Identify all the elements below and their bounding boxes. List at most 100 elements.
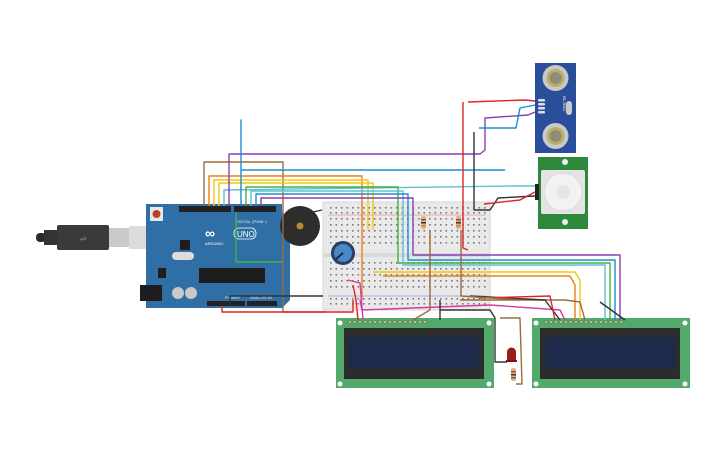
- breadboard-hole[interactable]: [451, 218, 453, 220]
- breadboard-hole[interactable]: [330, 286, 332, 288]
- breadboard-hole[interactable]: [352, 236, 354, 238]
- breadboard-hole[interactable]: [484, 303, 486, 305]
- breadboard-hole[interactable]: [478, 207, 481, 209]
- breadboard-hole[interactable]: [451, 274, 453, 276]
- breadboard-hole[interactable]: [445, 274, 448, 276]
- breadboard-hole[interactable]: [451, 242, 453, 244]
- breadboard-hole[interactable]: [379, 262, 382, 264]
- breadboard-hole[interactable]: [352, 224, 354, 226]
- breadboard-hole[interactable]: [467, 224, 470, 226]
- lcd-pin[interactable]: [408, 320, 412, 324]
- breadboard-hole[interactable]: [484, 207, 486, 209]
- breadboard-hole[interactable]: [440, 207, 442, 209]
- breadboard-hole[interactable]: [473, 224, 475, 226]
- breadboard-hole[interactable]: [379, 298, 382, 300]
- breadboard-hole[interactable]: [396, 268, 398, 270]
- lcd-pin[interactable]: [403, 320, 407, 324]
- lcd-pin[interactable]: [579, 320, 583, 324]
- breadboard-hole[interactable]: [445, 212, 448, 214]
- breadboard-hole[interactable]: [352, 207, 354, 209]
- breadboard-hole[interactable]: [456, 280, 459, 282]
- breadboard-hole[interactable]: [473, 303, 475, 305]
- breadboard-hole[interactable]: [385, 298, 387, 300]
- wire-brown[interactable]: [412, 230, 431, 321]
- breadboard-hole[interactable]: [341, 286, 343, 288]
- lcd-pin[interactable]: [594, 320, 598, 324]
- breadboard-hole[interactable]: [385, 262, 387, 264]
- breadboard-hole[interactable]: [346, 218, 349, 220]
- wire-cyan[interactable]: [250, 190, 606, 320]
- breadboard-hole[interactable]: [396, 207, 398, 209]
- breadboard-hole[interactable]: [368, 207, 371, 209]
- lcd-pin[interactable]: [368, 320, 372, 324]
- wire-brown[interactable]: [500, 317, 523, 385]
- breadboard-hole[interactable]: [341, 298, 343, 300]
- breadboard-hole[interactable]: [385, 268, 387, 270]
- breadboard-hole[interactable]: [341, 236, 343, 238]
- wire-blue[interactable]: [240, 119, 505, 206]
- breadboard-hole[interactable]: [423, 242, 426, 244]
- breadboard-hole[interactable]: [379, 230, 382, 232]
- breadboard-hole[interactable]: [478, 286, 481, 288]
- breadboard-hole[interactable]: [434, 274, 437, 276]
- breadboard-hole[interactable]: [390, 207, 393, 209]
- breadboard-hole[interactable]: [335, 224, 338, 226]
- breadboard-hole[interactable]: [374, 286, 376, 288]
- breadboard-hole[interactable]: [407, 274, 409, 276]
- breadboard-hole[interactable]: [445, 218, 448, 220]
- breadboard-hole[interactable]: [462, 286, 464, 288]
- breadboard-hole[interactable]: [341, 303, 343, 305]
- breadboard-hole[interactable]: [423, 207, 426, 209]
- breadboard-hole[interactable]: [445, 286, 448, 288]
- breadboard-hole[interactable]: [429, 212, 431, 214]
- breadboard-hole[interactable]: [423, 268, 426, 270]
- lcd-pin[interactable]: [544, 320, 548, 324]
- breadboard-hole[interactable]: [346, 280, 349, 282]
- breadboard-hole[interactable]: [484, 280, 486, 282]
- breadboard-hole[interactable]: [412, 303, 415, 305]
- breadboard-hole[interactable]: [390, 280, 393, 282]
- breadboard-hole[interactable]: [390, 212, 393, 214]
- red-led[interactable]: [506, 347, 517, 363]
- breadboard-hole[interactable]: [374, 218, 376, 220]
- lcd-pin[interactable]: [619, 320, 623, 324]
- lcd-pin[interactable]: [574, 320, 578, 324]
- breadboard-hole[interactable]: [423, 298, 426, 300]
- breadboard-hole[interactable]: [478, 242, 481, 244]
- breadboard-hole[interactable]: [423, 303, 426, 305]
- breadboard-hole[interactable]: [467, 280, 470, 282]
- breadboard-hole[interactable]: [363, 280, 365, 282]
- breadboard-hole[interactable]: [396, 212, 398, 214]
- breadboard-hole[interactable]: [440, 303, 442, 305]
- breadboard-hole[interactable]: [363, 242, 365, 244]
- breadboard-hole[interactable]: [445, 230, 448, 232]
- breadboard-hole[interactable]: [440, 280, 442, 282]
- breadboard-hole[interactable]: [390, 268, 393, 270]
- breadboard-hole[interactable]: [445, 207, 448, 209]
- breadboard-hole[interactable]: [341, 280, 343, 282]
- breadboard-hole[interactable]: [352, 262, 354, 264]
- breadboard-hole[interactable]: [335, 274, 338, 276]
- wire-red[interactable]: [467, 99, 536, 103]
- breadboard-hole[interactable]: [412, 286, 415, 288]
- breadboard-hole[interactable]: [341, 230, 343, 232]
- breadboard-hole[interactable]: [390, 230, 393, 232]
- breadboard-hole[interactable]: [335, 280, 338, 282]
- wire-pink[interactable]: [359, 299, 566, 321]
- breadboard-hole[interactable]: [363, 298, 365, 300]
- breadboard-hole[interactable]: [363, 218, 365, 220]
- ultrasonic-pin[interactable]: [538, 111, 545, 114]
- breadboard-hole[interactable]: [357, 286, 360, 288]
- breadboard-hole[interactable]: [368, 280, 371, 282]
- breadboard-hole[interactable]: [379, 236, 382, 238]
- breadboard-hole[interactable]: [396, 286, 398, 288]
- wire-black[interactable]: [599, 301, 626, 321]
- breadboard-hole[interactable]: [374, 268, 376, 270]
- breadboard-hole[interactable]: [379, 207, 382, 209]
- ultrasonic-pin[interactable]: [538, 103, 545, 106]
- breadboard-hole[interactable]: [478, 268, 481, 270]
- lcd-pin[interactable]: [418, 320, 422, 324]
- lcd-pin[interactable]: [599, 320, 603, 324]
- breadboard-hole[interactable]: [385, 212, 387, 214]
- breadboard-hole[interactable]: [390, 298, 393, 300]
